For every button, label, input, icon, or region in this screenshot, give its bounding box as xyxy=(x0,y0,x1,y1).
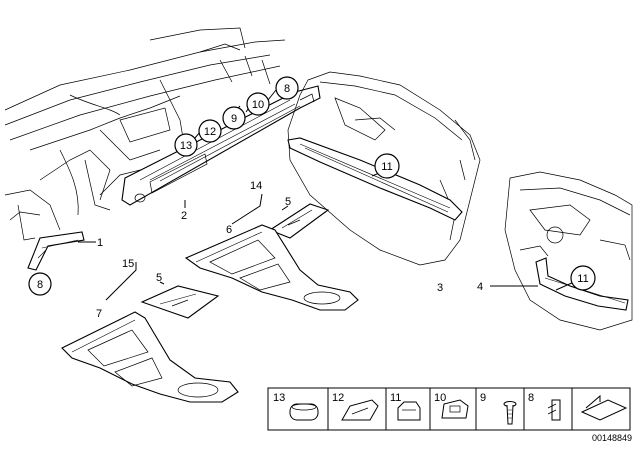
legend-label-8: 8 xyxy=(528,392,534,404)
legend-label-13: 13 xyxy=(273,392,285,404)
callout-11-circle-lower xyxy=(570,265,596,291)
document-number: 00148849 xyxy=(592,433,632,443)
part-3-front-door-panel xyxy=(287,71,481,266)
small-clip-icon xyxy=(547,399,561,421)
part-5-insert-lower xyxy=(140,285,220,319)
part-5-insert-upper xyxy=(268,203,330,239)
callout-5-lower: 5 xyxy=(156,272,162,284)
retainer-clip-icon xyxy=(441,399,469,419)
callout-5-upper: 5 xyxy=(285,196,291,208)
callout-10: 10 xyxy=(252,99,264,111)
callout-8-upper: 8 xyxy=(284,83,290,95)
part-7-console-trim xyxy=(61,311,239,403)
callout-8-lower: 8 xyxy=(37,279,43,291)
callout-3: 3 xyxy=(437,282,443,294)
legend-label-10: 10 xyxy=(434,392,446,404)
callout-11-circle-upper xyxy=(374,153,400,179)
part-4-rear-door-panel xyxy=(504,171,633,331)
callout-8-circle-lower xyxy=(28,272,52,296)
leader-lines xyxy=(78,89,575,301)
fastener-legend: 13 12 11 10 9 8 xyxy=(267,387,631,431)
callout-13: 13 xyxy=(180,140,192,152)
sheet-arrow-icon xyxy=(580,394,628,421)
legend-label-11: 11 xyxy=(390,392,401,404)
callout-15: 15 xyxy=(122,258,134,270)
part-11-front-door-strip xyxy=(287,137,463,221)
legend-label-12: 12 xyxy=(332,392,344,404)
callout-1: 1 xyxy=(97,237,103,249)
bracket-clip-icon xyxy=(341,399,379,421)
clip-icon xyxy=(397,401,421,421)
callout-12-circle xyxy=(198,119,222,143)
callout-2: 2 xyxy=(181,210,187,222)
callout-4: 4 xyxy=(477,281,483,293)
push-pin-icon xyxy=(503,401,517,425)
callout-12: 12 xyxy=(204,126,216,138)
callouts: 1 2 3 4 5 5 6 7 14 15 8 8 10 9 12 13 11 … xyxy=(28,76,596,320)
part-2-dashboard-trim xyxy=(121,85,321,206)
pad-icon xyxy=(289,403,319,421)
part-1-trim-piece xyxy=(27,231,85,271)
callout-10-circle xyxy=(246,92,270,116)
callout-14: 14 xyxy=(250,180,262,192)
callout-8-circle-upper xyxy=(275,76,299,100)
callout-9-circle xyxy=(222,106,246,130)
part-11-rear-door-strip xyxy=(535,257,629,311)
callout-13-circle xyxy=(174,133,198,157)
callout-6: 6 xyxy=(226,224,232,236)
part-6-console-trim xyxy=(184,224,359,311)
callout-7: 7 xyxy=(96,308,102,320)
callout-9: 9 xyxy=(231,113,237,125)
legend-label-9: 9 xyxy=(480,392,486,404)
callout-11-lower: 11 xyxy=(577,273,588,285)
callout-11-upper: 11 xyxy=(381,161,392,173)
